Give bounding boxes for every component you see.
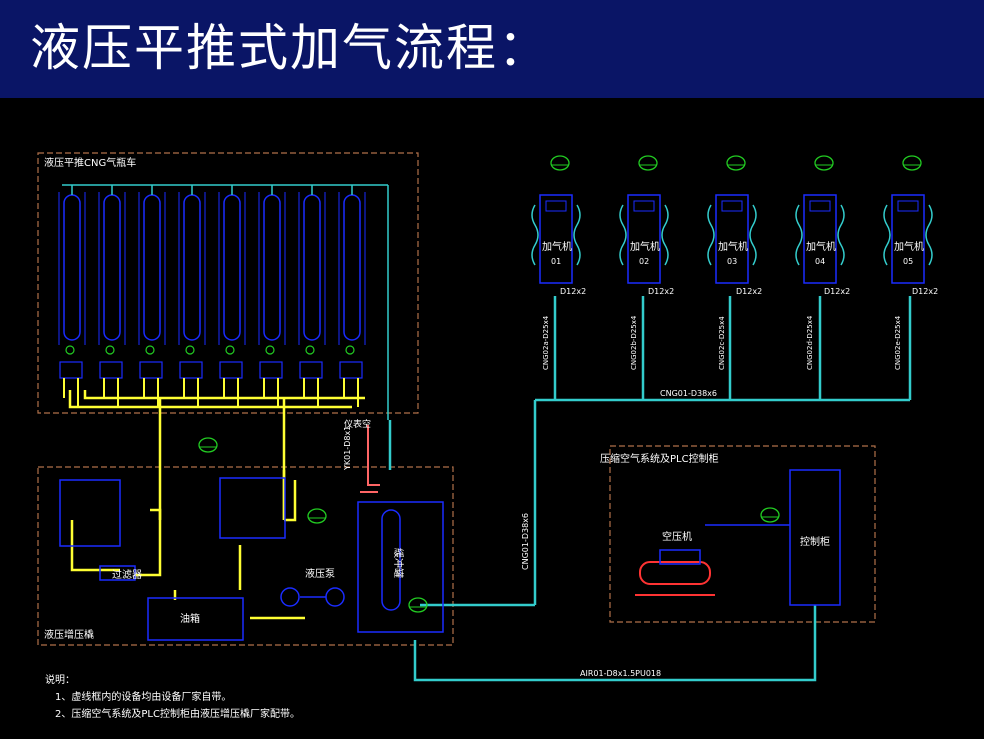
dispenser-id: 04: [815, 257, 825, 266]
valve-icon: [185, 345, 195, 355]
dispenser-pipe-label: D12x2: [912, 287, 938, 296]
note-1: 1、虚线框内的设备均由设备厂家自带。: [55, 690, 231, 703]
dispenser-label: 加气机: [894, 240, 924, 253]
dispenser-id: 05: [903, 257, 913, 266]
valve-icon: [225, 345, 235, 355]
hose-icon: [837, 204, 845, 266]
trailer-cylinders: [58, 184, 389, 420]
process-diagram: 液压平推CNG气瓶车 液压增压橇 压缩空气系统及PLC控制柜 CNG0: [37, 152, 938, 720]
air-system-label: 压缩空气系统及PLC控制柜: [600, 452, 719, 465]
hose-icon: [749, 204, 757, 266]
gas-indicator-icon: [198, 437, 218, 453]
station-group-box: [37, 466, 454, 646]
dispenser-label: 加气机: [718, 240, 748, 253]
valve-icon: [145, 345, 155, 355]
trailer-label: 液压平推CNG气瓶车: [44, 156, 136, 169]
air-compressor-label: 空压机: [662, 530, 692, 543]
gas-indicator-icon: [550, 155, 570, 171]
trailer-group-box: [37, 152, 419, 414]
dispenser-label: 加气机: [542, 240, 572, 253]
cooler-label: 緩冲罐: [392, 548, 405, 578]
cylinder: [263, 194, 281, 341]
dispenser-pipe-label: D12x2: [560, 287, 586, 296]
gas-indicator-icon: [307, 508, 327, 524]
cylinder: [143, 194, 161, 341]
dispenser-riser-label: CNG02d-D25x4: [806, 315, 814, 370]
gas-indicator-icon: [902, 155, 922, 171]
dispenser-id: 02: [639, 257, 649, 266]
valve-icon: [305, 345, 315, 355]
valve-icon: [105, 345, 115, 355]
hydraulic-lines: [68, 390, 365, 620]
gas-indicator-icon: [726, 155, 746, 171]
note-2: 2、压缩空气系统及PLC控制柜由液压增压橇厂家配带。: [55, 707, 300, 720]
hose-icon: [883, 204, 891, 266]
cylinder: [223, 194, 241, 341]
pipe-air-label: YK01-D8x1: [343, 426, 352, 471]
cylinder: [63, 194, 81, 341]
dispenser-riser-label: CNG02c-D25x4: [718, 316, 726, 370]
hose-icon: [795, 204, 803, 266]
filter-label: 过滤器: [112, 568, 142, 581]
dispenser-id: 03: [727, 257, 737, 266]
notes-heading: 说明：: [45, 673, 75, 686]
cylinder: [103, 194, 121, 341]
dispenser-pipe-label: D12x2: [824, 287, 850, 296]
dispenser-riser-label: CNG02e-D25x4: [894, 315, 902, 370]
air-system-group-box: [609, 445, 876, 623]
title-bar: 液压平推式加气流程：: [0, 0, 984, 98]
hose-icon: [707, 204, 715, 266]
cylinder: [303, 194, 321, 341]
pipe-vertical-label: CNG01-D38x6: [521, 513, 530, 570]
dispenser-riser-label: CNG02a-D25x4: [542, 315, 550, 370]
hose-icon: [619, 204, 627, 266]
pump-label: 液压泵: [305, 567, 335, 580]
valve-icon: [345, 345, 355, 355]
pipe-main-label: CNG01-D38x6: [660, 389, 717, 398]
cylinder: [183, 194, 201, 341]
dispenser-label: 加气机: [806, 240, 836, 253]
page-title: 液压平推式加气流程：: [30, 19, 550, 77]
gas-symbols: [198, 155, 922, 613]
gas-indicator-icon: [760, 507, 780, 523]
station-label: 液压增压橇: [44, 628, 94, 641]
dispenser-pipe-label: D12x2: [648, 287, 674, 296]
dispenser-label: 加气机: [630, 240, 660, 253]
valve-icon: [265, 345, 275, 355]
air-compressor: [635, 549, 715, 596]
station-equipment: [59, 469, 841, 641]
air-pipe: [360, 425, 380, 493]
oil-tank-label: 油箱: [180, 612, 200, 625]
hose-icon: [573, 204, 581, 266]
dispenser-riser-label: CNG02b-D25x4: [630, 315, 638, 370]
gas-indicator-icon: [638, 155, 658, 171]
dispenser-id: 01: [551, 257, 561, 266]
valve-icon: [65, 345, 75, 355]
hose-icon: [661, 204, 669, 266]
gas-indicator-icon: [408, 597, 428, 613]
cng-pipes: [388, 296, 912, 682]
cylinder: [343, 194, 361, 341]
control-cabinet-label: 控制柜: [800, 535, 830, 548]
pipe-hydraulic-label: AIR01-D8x1.5PU018: [580, 669, 661, 678]
hose-icon: [925, 204, 933, 266]
hose-icon: [531, 204, 539, 266]
gas-indicator-icon: [814, 155, 834, 171]
dispenser-pipe-label: D12x2: [736, 287, 762, 296]
instrument-air-label: 仪表空: [344, 418, 371, 430]
